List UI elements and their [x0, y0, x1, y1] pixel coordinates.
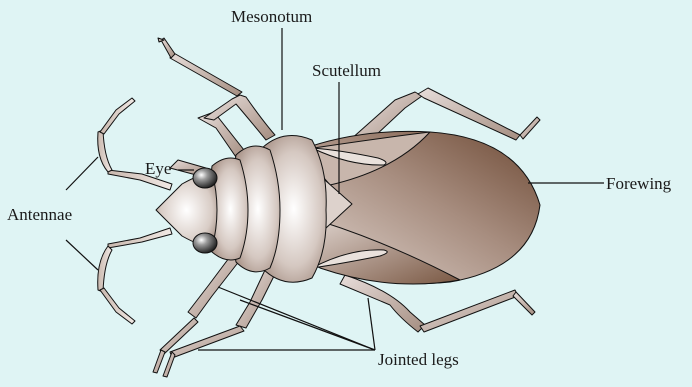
scutellum-label: Scutellum: [312, 62, 381, 79]
mesonotum-label: Mesonotum: [231, 8, 312, 25]
forewing-label: Forewing: [606, 175, 671, 192]
eye-bottom: [193, 233, 217, 253]
antennae-leader-upper: [66, 157, 98, 190]
antennae-leader-lower: [66, 240, 98, 270]
legs-leader-4: [368, 298, 375, 350]
jointed-legs-label: Jointed legs: [378, 351, 459, 368]
legs-leader-3: [240, 300, 375, 350]
eye-top: [193, 168, 217, 188]
eye-label: Eye: [145, 160, 171, 177]
antennae-label: Antennae: [7, 206, 72, 223]
